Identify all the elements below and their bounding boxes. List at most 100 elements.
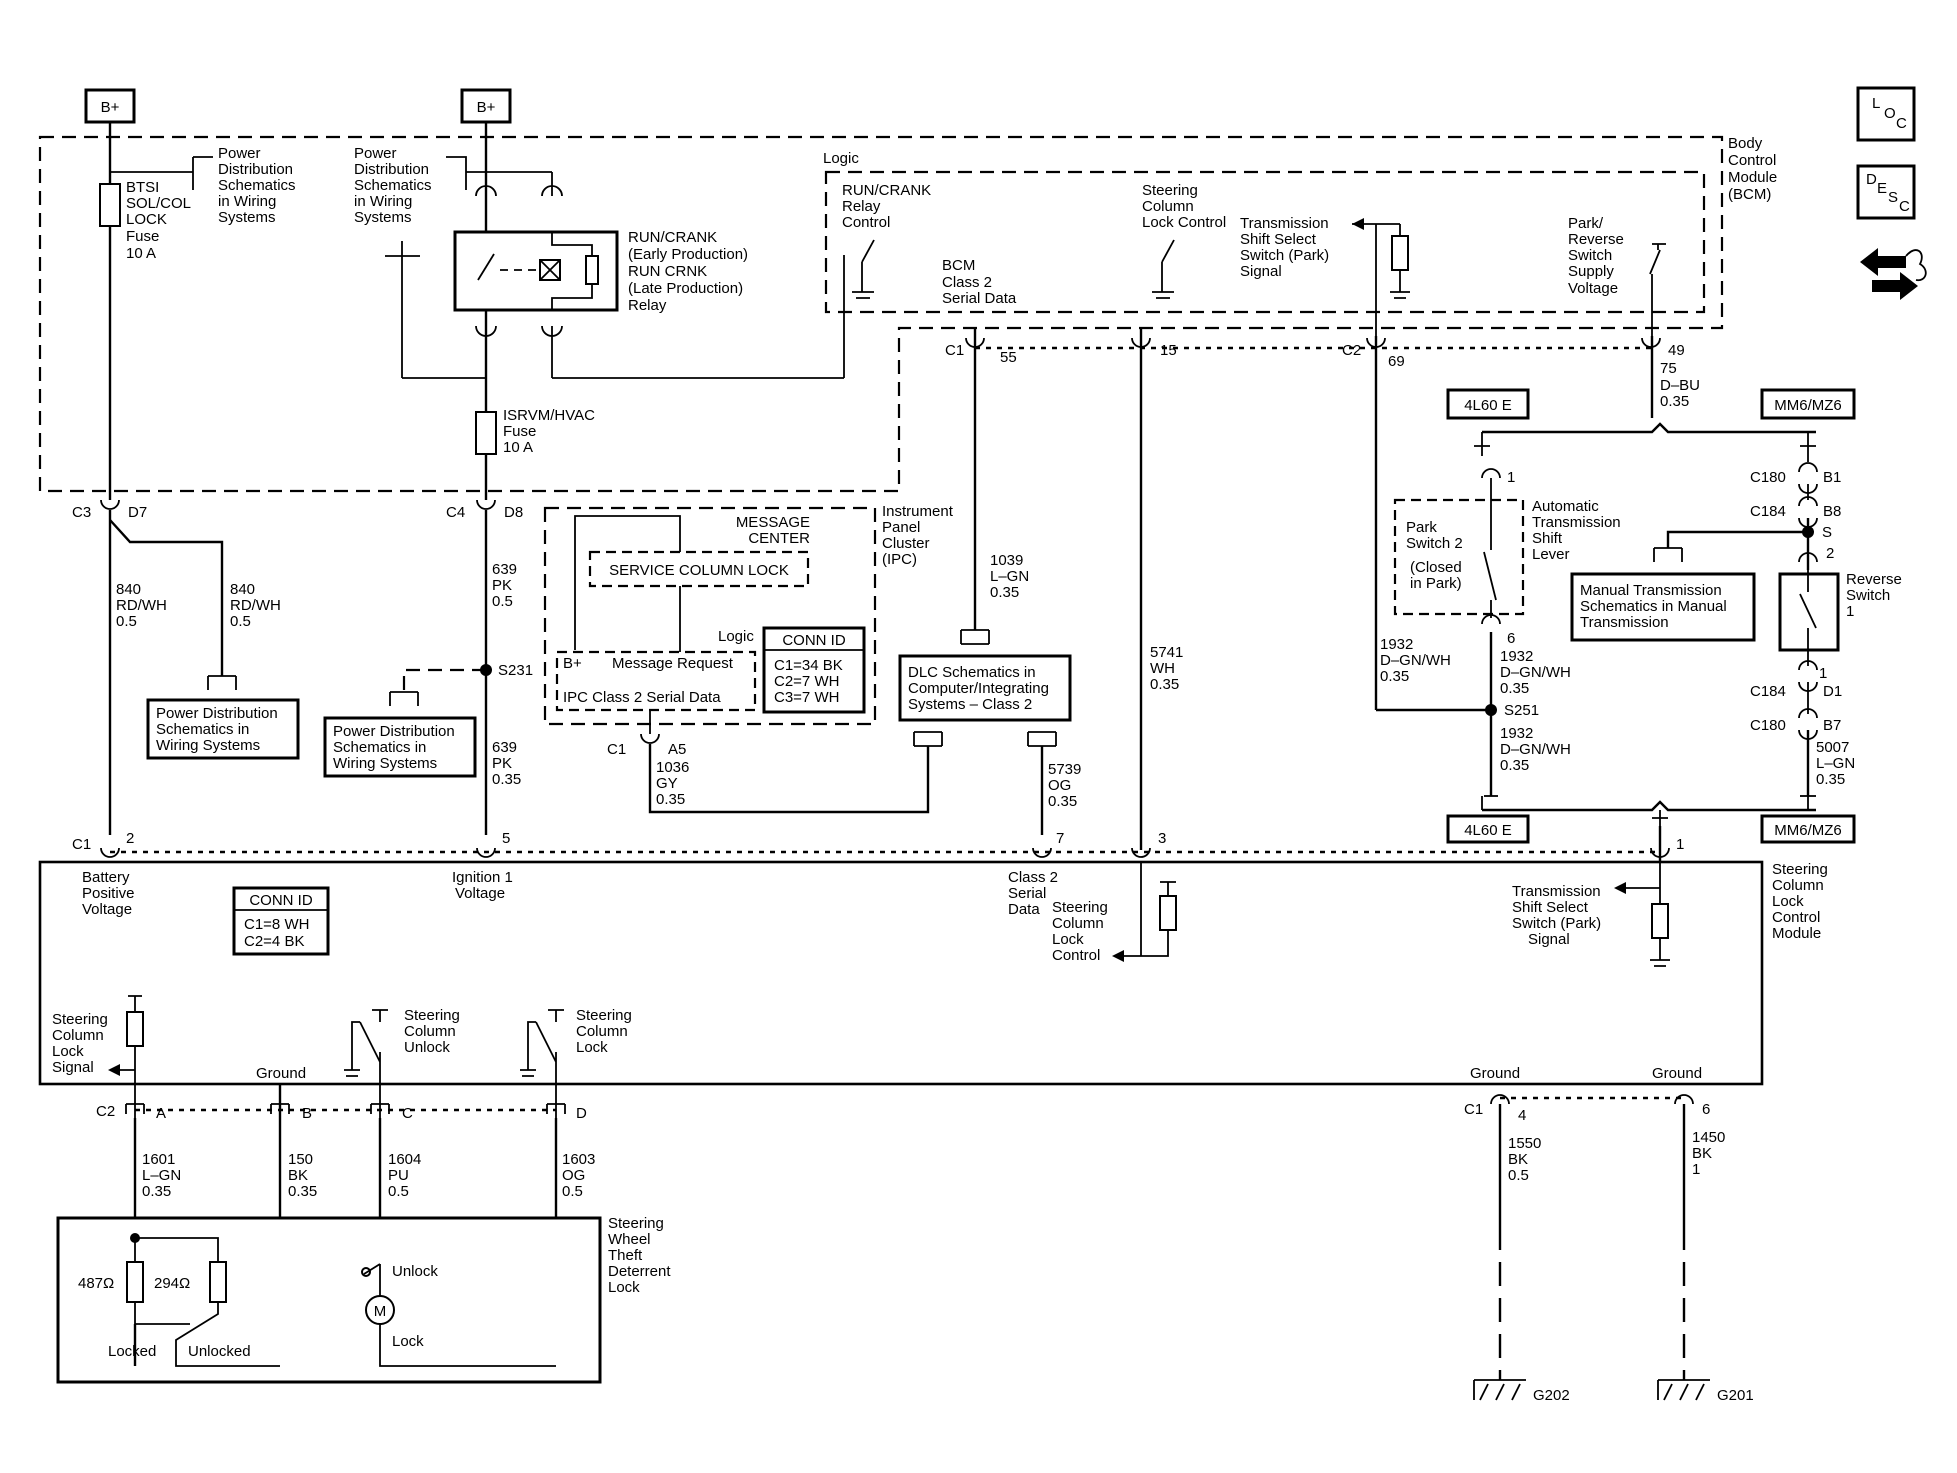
power-distribution-ref-box-left xyxy=(146,698,300,760)
wire-75-label: 75 D–BU 0.35 xyxy=(1660,360,1700,410)
svg-text:Power Distribution: Power Distribution xyxy=(156,705,278,722)
svg-text:Unlock: Unlock xyxy=(404,1039,450,1056)
svg-text:Park: Park xyxy=(1406,519,1437,536)
svg-text:Message Request: Message Request xyxy=(612,655,734,672)
svg-text:2: 2 xyxy=(1826,545,1834,562)
svg-text:Switch: Switch xyxy=(1568,247,1612,264)
svg-text:6: 6 xyxy=(1702,1101,1710,1118)
svg-text:C: C xyxy=(402,1105,413,1122)
wire-1603-label: 1603 OG 0.5 xyxy=(562,1151,595,1200)
bcm-outline xyxy=(38,135,1724,493)
svg-text:O: O xyxy=(1884,105,1896,122)
svg-text:DLC Schematics in: DLC Schematics in xyxy=(908,664,1036,681)
svg-text:Unlocked: Unlocked xyxy=(188,1343,251,1360)
svg-text:1450: 1450 xyxy=(1692,1129,1725,1146)
svg-text:S251: S251 xyxy=(1504,702,1539,719)
svg-text:IPC Class 2 Serial Data: IPC Class 2 Serial Data xyxy=(563,689,721,706)
svg-text:Schematics in: Schematics in xyxy=(156,721,249,738)
svg-text:55: 55 xyxy=(1000,349,1017,366)
wire-1036-label: 1036 GY 0.35 xyxy=(656,759,689,808)
svg-text:Module: Module xyxy=(1772,925,1821,942)
svg-text:D–GN/WH: D–GN/WH xyxy=(1500,664,1571,681)
svg-text:150: 150 xyxy=(288,1151,313,1168)
svg-text:10 A: 10 A xyxy=(503,439,533,456)
svg-text:RD/WH: RD/WH xyxy=(230,597,281,614)
svg-text:Serial Data: Serial Data xyxy=(942,290,1017,307)
svg-text:1932: 1932 xyxy=(1500,648,1533,665)
svg-text:B8: B8 xyxy=(1823,503,1841,520)
svg-text:49: 49 xyxy=(1668,342,1685,359)
svg-text:RUN CRNK: RUN CRNK xyxy=(628,263,707,280)
svg-text:0.35: 0.35 xyxy=(1150,676,1179,693)
svg-text:Lock: Lock xyxy=(576,1039,608,1056)
svg-text:Lever: Lever xyxy=(1532,546,1570,563)
svg-text:1603: 1603 xyxy=(562,1151,595,1168)
b-plus-left: B+ xyxy=(84,88,136,124)
svg-text:SOL/COL: SOL/COL xyxy=(126,195,191,212)
svg-text:Switch: Switch xyxy=(1846,587,1890,604)
svg-text:A: A xyxy=(156,1105,166,1122)
svg-text:Schematics: Schematics xyxy=(354,177,432,194)
svg-text:B7: B7 xyxy=(1823,717,1841,734)
wire-1604-label: 1604 PU 0.5 xyxy=(388,1151,421,1200)
dlc-ref-box xyxy=(898,654,1072,722)
svg-text:D: D xyxy=(576,1105,587,1122)
sclcm-c2-pins: C2 A B C D xyxy=(96,1103,587,1122)
ground-g201-icon: G201 xyxy=(1657,1379,1754,1404)
svg-text:D–GN/WH: D–GN/WH xyxy=(1380,652,1451,669)
svg-text:(IPC): (IPC) xyxy=(882,551,917,568)
svg-text:Shift Select: Shift Select xyxy=(1240,231,1317,248)
svg-text:Switch (Park): Switch (Park) xyxy=(1240,247,1329,264)
svg-text:Shift: Shift xyxy=(1532,530,1563,547)
description-icon[interactable]: D E S C xyxy=(1856,164,1916,220)
svg-text:in Park): in Park) xyxy=(1410,575,1462,592)
navigation-arrows-icon[interactable] xyxy=(1860,248,1927,300)
wire-1932b-label: 1932 D–GN/WH 0.35 xyxy=(1500,648,1571,697)
svg-text:Class 2: Class 2 xyxy=(942,274,992,291)
svg-text:D8: D8 xyxy=(504,504,523,521)
wire-639a-label: 639 PK 0.5 xyxy=(492,561,517,610)
svg-text:C180: C180 xyxy=(1750,469,1786,486)
wire-840b-label: 840 RD/WH 0.5 xyxy=(230,581,281,630)
svg-text:Relay: Relay xyxy=(842,198,881,215)
svg-text:(Early Production): (Early Production) xyxy=(628,246,748,263)
svg-text:S: S xyxy=(1888,189,1898,206)
wire-1932a-label: 1932 D–GN/WH 0.35 xyxy=(1380,636,1451,685)
wire-150-label: 150 BK 0.35 xyxy=(288,1151,317,1200)
message-center-label: MESSAGE CENTER xyxy=(736,514,810,547)
svg-text:7: 7 xyxy=(1056,830,1064,847)
svg-text:LOCK: LOCK xyxy=(126,211,167,228)
svg-text:C3=7 WH: C3=7 WH xyxy=(774,689,839,706)
svg-text:Lock: Lock xyxy=(1772,893,1804,910)
svg-text:0.5: 0.5 xyxy=(1508,1167,1529,1184)
svg-text:4L60 E: 4L60 E xyxy=(1464,822,1512,839)
svg-text:0.35: 0.35 xyxy=(1660,393,1689,410)
svg-text:BTSI: BTSI xyxy=(126,179,159,196)
svg-text:1550: 1550 xyxy=(1508,1135,1541,1152)
svg-text:E: E xyxy=(1877,180,1887,197)
svg-text:1: 1 xyxy=(1676,836,1684,853)
svg-text:Lock Control: Lock Control xyxy=(1142,214,1226,231)
svg-text:Column: Column xyxy=(1142,198,1194,215)
svg-text:1604: 1604 xyxy=(388,1151,421,1168)
svg-text:Transmission: Transmission xyxy=(1580,614,1669,631)
svg-text:Steering: Steering xyxy=(608,1215,664,1232)
svg-text:Schematics: Schematics xyxy=(218,177,296,194)
svg-text:L–GN: L–GN xyxy=(142,1167,181,1184)
svg-text:Control: Control xyxy=(1728,152,1776,169)
location-icon[interactable]: L O C xyxy=(1856,86,1916,142)
svg-text:Lock: Lock xyxy=(52,1043,84,1060)
svg-text:0.35: 0.35 xyxy=(1816,771,1845,788)
svg-text:in Wiring: in Wiring xyxy=(354,193,412,210)
svg-text:GY: GY xyxy=(656,775,678,792)
svg-text:Systems: Systems xyxy=(218,209,276,226)
svg-text:Distribution: Distribution xyxy=(218,161,293,178)
service-column-lock-message xyxy=(588,550,810,588)
svg-text:C2=4 BK: C2=4 BK xyxy=(244,933,304,950)
isrvm-fuse-label: ISRVM/HVAC Fuse 10 A xyxy=(503,407,595,456)
ipc-conn-id-box xyxy=(762,626,866,714)
svg-text:0.5: 0.5 xyxy=(562,1183,583,1200)
sclcm-lock-label: Steering Column Lock xyxy=(576,1007,632,1056)
svg-text:1932: 1932 xyxy=(1500,725,1533,742)
auto-trans-lever-label: Automatic Transmission Shift Lever xyxy=(1532,498,1621,563)
